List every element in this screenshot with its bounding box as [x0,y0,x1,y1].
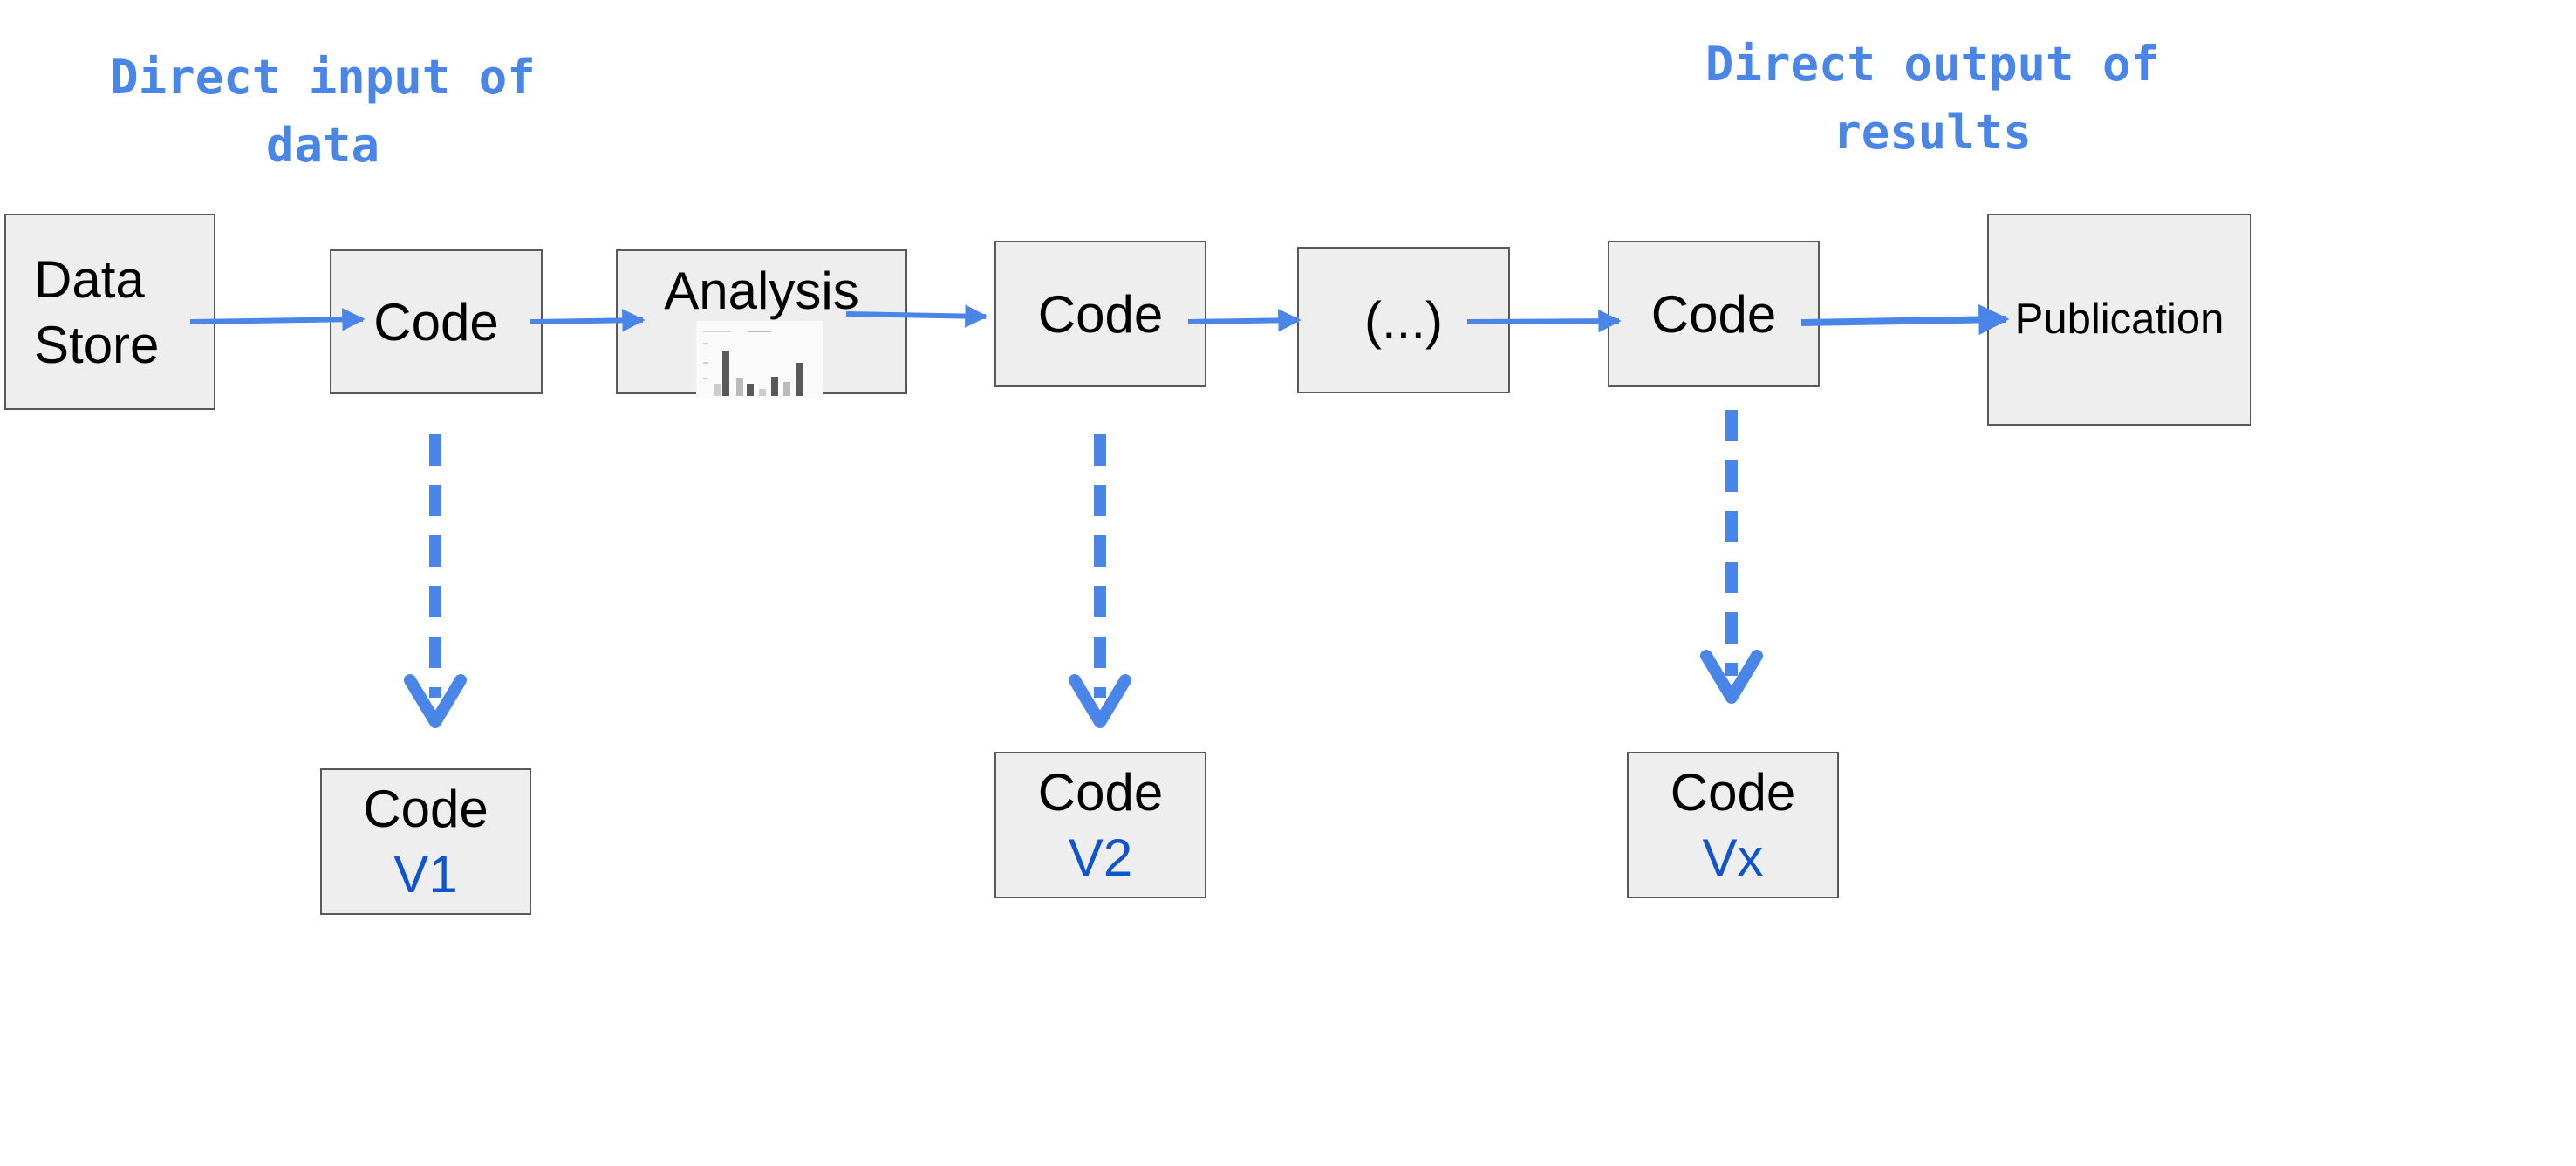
data-store-box: Data Store [4,214,215,410]
analysis-label: Analysis [664,262,859,320]
arrow-code-to-publication [1800,303,2010,336]
code-v1-label: Code [363,780,489,838]
code-v1-version: V1 [393,845,458,903]
code-box-2: Code [994,241,1206,387]
code-v1-box: Code V1 [320,768,531,915]
code-label-2: Code [1037,284,1164,344]
code-label-3: Code [1650,284,1777,344]
input-heading: Direct input of data [110,50,536,173]
arrow-code-to-analysis [530,309,646,332]
publication-box: Publication [1987,214,2251,426]
code-vx-label: Code [1670,763,1796,822]
code-box-3: Code [1608,241,1820,387]
code-v2-version: V2 [1068,828,1133,887]
ellipsis-label: (...) [1364,290,1443,350]
arrow-analysis-to-code [845,304,988,328]
arrow-code-to-ellipsis [1187,309,1302,332]
arrow-datastore-to-code [189,308,366,331]
data-store-label: Data Store [34,249,160,374]
code-v2-box: Code V2 [994,752,1206,898]
arrowhead-v1 [404,674,467,728]
output-heading: Direct output of results [1705,37,2160,160]
code-vx-version: Vx [1702,828,1764,887]
code-vx-box: Code Vx [1627,752,1839,898]
arrowhead-vx [1700,650,1763,704]
arrowhead-v2 [1069,674,1131,728]
code-v2-label: Code [1037,763,1164,822]
bar-chart-thumbnail-svg [703,331,803,396]
bar-chart-thumbnail-icon [696,321,823,398]
code-label-1: Code [373,292,499,351]
publication-label: Publication [2014,295,2224,343]
arrow-ellipsis-to-code [1466,309,1622,333]
